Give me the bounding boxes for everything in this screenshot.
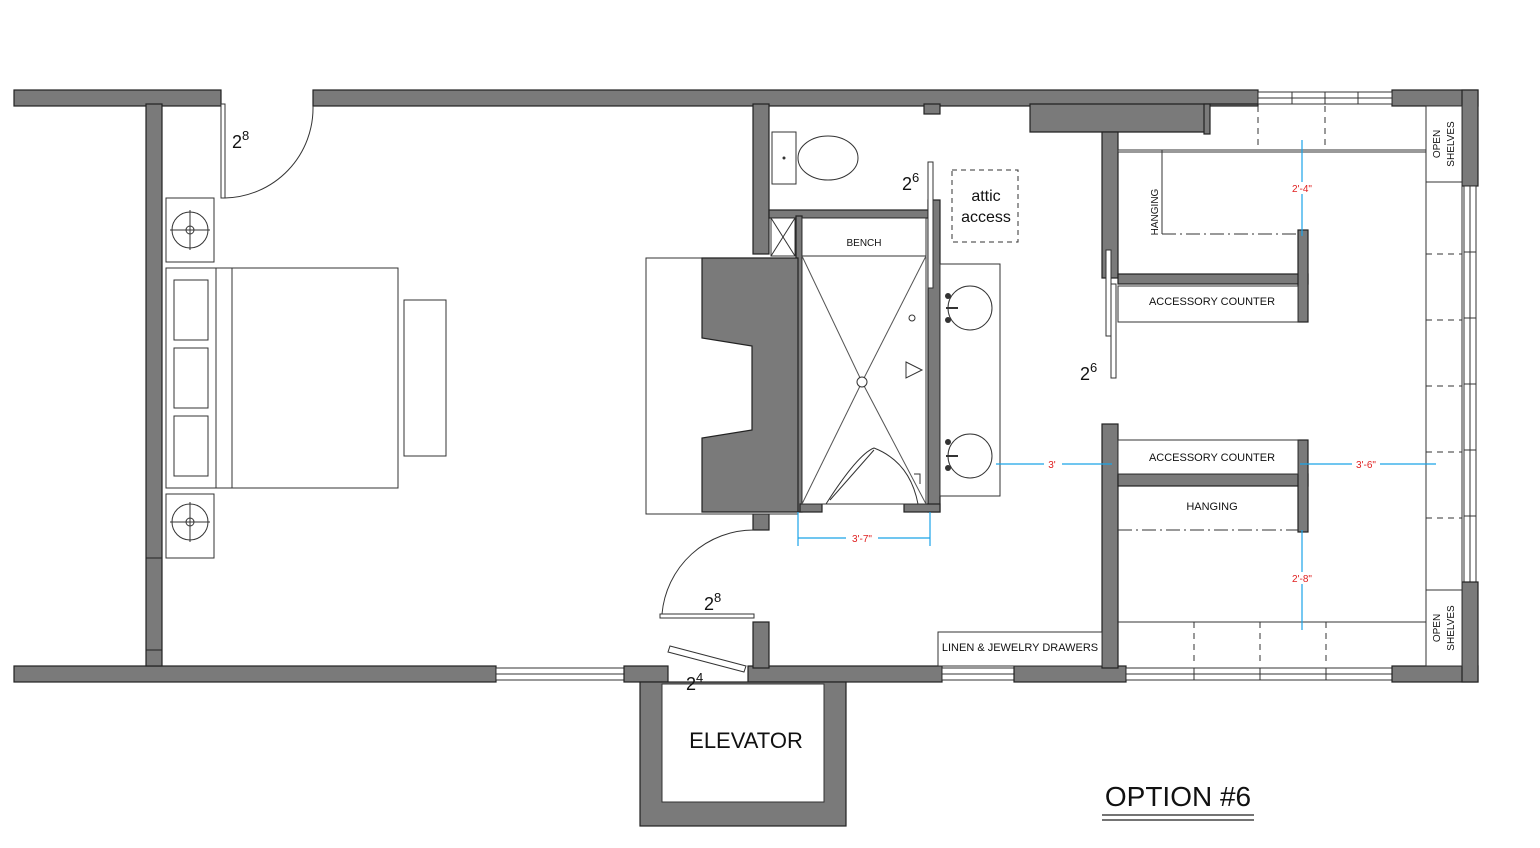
door-label-bath: 26: [902, 170, 919, 194]
bench-label: BENCH: [846, 238, 881, 249]
hanging-top-label: HANGING: [1150, 188, 1161, 235]
closet-walls: [1029, 103, 1309, 669]
dim-aisle: 3': [1048, 460, 1056, 471]
bath-walls: [752, 103, 941, 669]
hanging-bottom-label: HANGING: [1186, 501, 1237, 513]
exterior-walls: [13, 89, 1479, 683]
elevator: ELEVATOR: [639, 681, 847, 827]
plan-title: OPTION #6: [1102, 781, 1254, 821]
door-width-labels: 28 26 26 28 24: [232, 128, 1097, 694]
doors: [220, 103, 1117, 673]
open-shelves-bottom-2: SHELVES: [1446, 605, 1457, 651]
bed: [165, 197, 447, 559]
door-label-closet: 26: [1080, 360, 1097, 384]
open-shelves-bottom-1: OPEN: [1432, 614, 1443, 642]
open-shelves-top-1: OPEN: [1432, 130, 1443, 158]
door-label-hall: 28: [704, 590, 721, 614]
dim-shower: 3'-7": [852, 534, 872, 545]
accessory-bottom-label: ACCESSORY COUNTER: [1149, 452, 1275, 464]
accessory-top-label: ACCESSORY COUNTER: [1149, 296, 1275, 308]
attic-label-2: access: [961, 209, 1011, 226]
bath-fixtures: BENCH attic access: [645, 131, 1019, 515]
attic-label-1: attic: [971, 188, 1000, 205]
dim-closet-aisle: 3'-6": [1356, 460, 1376, 471]
elevator-label: ELEVATOR: [689, 728, 803, 753]
closet-fixtures: HANGING ACCESSORY COUNTER ACCESSORY COUN…: [937, 105, 1463, 667]
dim-top-depth: 2'-4": [1292, 184, 1312, 195]
linen-label: LINEN & JEWELRY DRAWERS: [942, 642, 1098, 654]
dimensions: 3'-7" 3' 3'-6" 2'-4" 2'-8": [797, 140, 1436, 630]
option-title: OPTION #6: [1105, 781, 1251, 812]
door-label-bedroom: 28: [232, 128, 249, 152]
open-shelves-top-2: SHELVES: [1446, 121, 1457, 167]
door-label-elevator: 24: [686, 670, 703, 694]
dim-bottom-depth: 2'-8": [1292, 574, 1312, 585]
